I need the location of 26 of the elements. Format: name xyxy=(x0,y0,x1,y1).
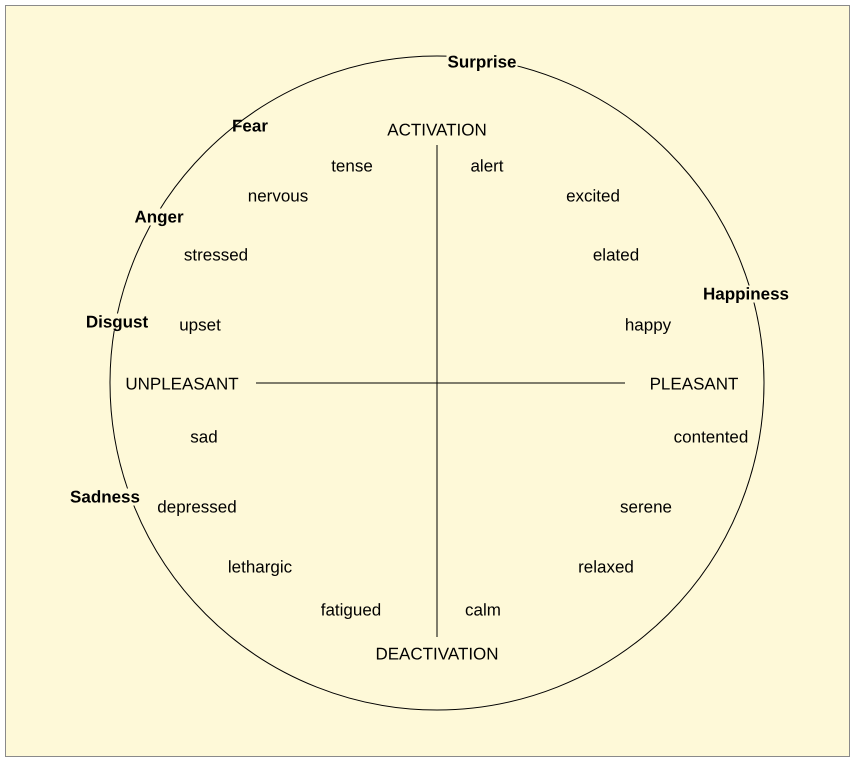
affect-label: elated xyxy=(592,246,640,264)
affect-label: serene xyxy=(620,498,672,516)
affect-label: excited xyxy=(566,188,620,204)
emotion-label: Fear xyxy=(232,118,268,134)
affect-label: alert xyxy=(470,158,504,174)
affect-label: ACTIVATION xyxy=(387,122,487,138)
affect-label: nervous xyxy=(248,188,308,204)
affect-label: contented xyxy=(674,428,748,446)
affect-label: DEACTIVATION xyxy=(375,646,499,662)
affect-label: tense xyxy=(331,158,373,174)
affect-label: happy xyxy=(624,316,672,334)
affect-label: relaxed xyxy=(578,558,634,576)
affect-label: stressed xyxy=(184,246,248,264)
affect-label: depressed xyxy=(157,498,237,516)
affect-label: PLEASANT xyxy=(650,376,738,392)
affect-label: UNPLEASANT xyxy=(125,376,239,392)
emotion-label: Sadness xyxy=(69,488,141,506)
emotion-label: Disgust xyxy=(84,314,150,330)
emotion-label: Anger xyxy=(133,208,185,226)
affect-label: lethargic xyxy=(228,558,292,576)
emotion-label: Surprise xyxy=(446,54,518,70)
affect-label: calm xyxy=(465,602,501,618)
affect-label: sad xyxy=(190,428,218,446)
affect-label: upset xyxy=(179,316,221,334)
affect-label: fatigued xyxy=(320,602,382,618)
emotion-label: Happiness xyxy=(702,286,790,302)
